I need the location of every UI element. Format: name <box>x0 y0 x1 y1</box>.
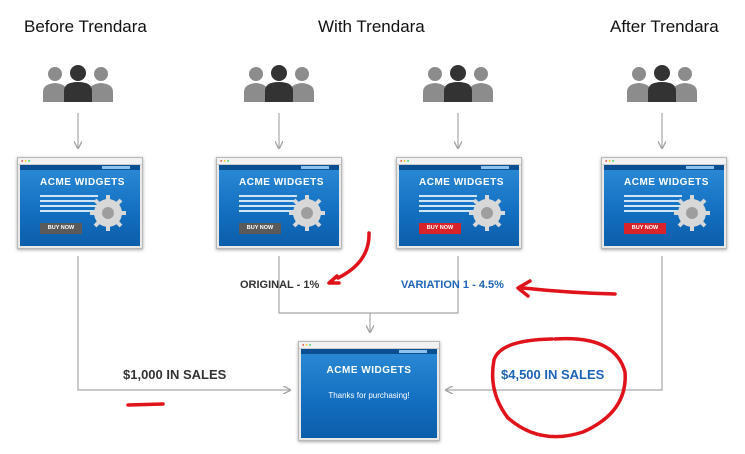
annotation-arrow-to-original <box>336 231 371 280</box>
heading-with: With Trendara <box>318 17 425 36</box>
buy-now-button[interactable]: BUY NOW <box>419 223 461 234</box>
heading-before: Before Trendara <box>24 17 147 36</box>
browser-variation: ●●● ACME WIDGETS BUY NOW <box>396 157 522 249</box>
annotation-underline <box>126 402 165 407</box>
gear-icon <box>289 195 325 231</box>
arrow-right-icon <box>77 256 290 390</box>
browser-before: ●●● ACME WIDGETS BUY NOW <box>17 157 143 249</box>
page-brand-title: ACME WIDGETS <box>239 177 324 188</box>
browser-after: ●●● ACME WIDGETS BUY NOW <box>601 157 727 249</box>
sales-before: $1,000 IN SALES <box>123 367 227 382</box>
annotation-circle <box>490 336 627 439</box>
gear-icon <box>674 195 710 231</box>
users-group-icon <box>423 65 493 102</box>
buy-now-button[interactable]: BUY NOW <box>624 223 666 234</box>
label-original: ORIGINAL - 1% <box>240 279 320 291</box>
arrow-left-icon <box>446 256 663 390</box>
annotation-arrowhead <box>327 274 341 285</box>
browser-original: ●●● ACME WIDGETS BUY NOW <box>216 157 342 249</box>
buy-now-button[interactable]: BUY NOW <box>40 223 82 234</box>
buy-now-button[interactable]: BUY NOW <box>239 223 281 234</box>
browser-thanks: ●●● ACME WIDGETS Thanks for purchasing! <box>298 341 440 441</box>
users-group-icon <box>43 65 113 102</box>
page-brand-title: ACME WIDGETS <box>40 177 125 188</box>
gear-icon <box>469 195 505 231</box>
annotation-arrow-to-variation <box>521 286 617 296</box>
annotation-arrowhead <box>516 279 532 298</box>
page-brand-title: ACME WIDGETS <box>419 177 504 188</box>
heading-after: After Trendara <box>610 17 719 36</box>
users-group-icon <box>627 65 697 102</box>
users-group-icon <box>244 65 314 102</box>
page-brand-title: ACME WIDGETS <box>624 177 709 188</box>
page-brand-title: ACME WIDGETS <box>326 365 412 376</box>
thanks-message: Thanks for purchasing! <box>328 391 410 400</box>
sales-after: $4,500 IN SALES <box>501 367 605 382</box>
label-variation: VARIATION 1 - 4.5% <box>401 279 504 291</box>
gear-icon <box>90 195 126 231</box>
